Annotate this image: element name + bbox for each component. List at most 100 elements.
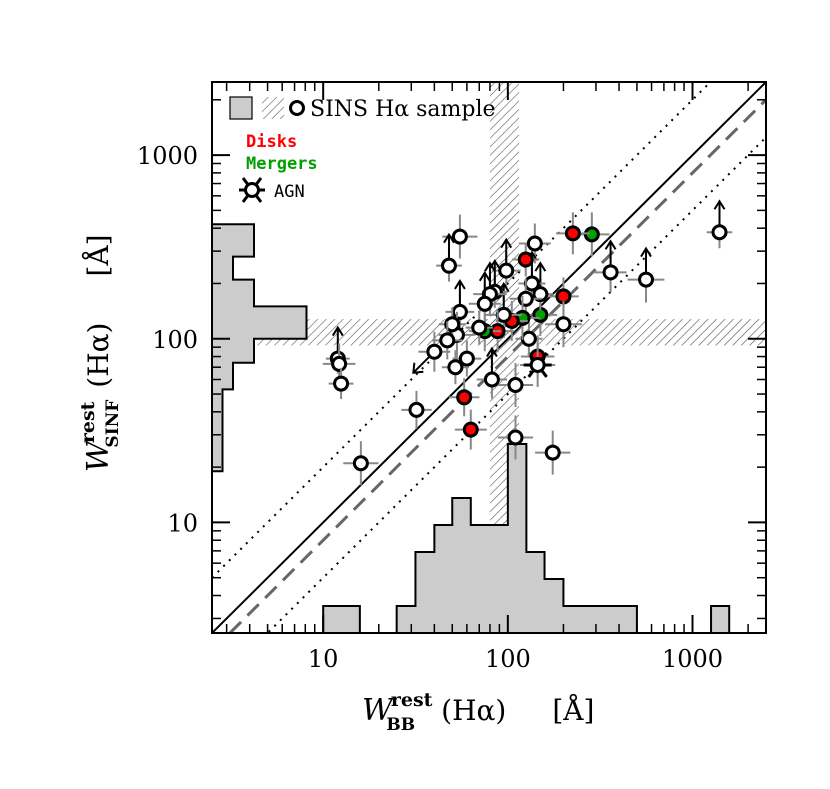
limit-arrow-head xyxy=(500,237,513,249)
open-marker xyxy=(711,224,728,241)
open-marker xyxy=(451,228,468,245)
y-tick-label: 10 xyxy=(167,509,198,537)
open-marker xyxy=(507,377,524,394)
y-histogram xyxy=(212,223,308,473)
open-marker xyxy=(495,306,512,323)
open-marker xyxy=(483,371,500,388)
data-point xyxy=(535,430,571,475)
agn-marker xyxy=(529,356,546,373)
data-point xyxy=(465,310,493,345)
data-point xyxy=(485,281,523,338)
disk-marker xyxy=(462,421,479,438)
limit-arrow-head xyxy=(713,199,726,210)
x-tick-label: 100 xyxy=(485,645,531,673)
open-marker xyxy=(544,444,561,461)
open-marker xyxy=(602,264,619,281)
plot-frame xyxy=(211,81,767,634)
open-marker xyxy=(476,295,493,312)
data-point xyxy=(454,409,487,450)
limit-arrow-head xyxy=(534,261,547,272)
x-axis-sup: rest xyxy=(391,689,433,711)
open-marker xyxy=(507,429,524,446)
disk-marker xyxy=(564,225,581,242)
limit-arrow-head xyxy=(478,270,491,282)
disk-marker xyxy=(456,389,473,406)
x-axis-main: W xyxy=(362,693,395,728)
merger-marker xyxy=(583,226,600,243)
legend-hatch-swatch xyxy=(262,97,284,119)
data-point xyxy=(468,270,501,324)
open-marker xyxy=(458,350,475,367)
merger-marker xyxy=(532,306,549,323)
y-tick-label: 1000 xyxy=(137,142,198,170)
data-point xyxy=(452,340,482,377)
legend-agn-marker xyxy=(239,177,265,203)
x-axis-sub: BB xyxy=(386,715,415,735)
data-point xyxy=(556,212,590,255)
data-point xyxy=(706,199,733,249)
y-axis-unit: [Å] xyxy=(82,234,115,276)
open-marker xyxy=(498,262,515,279)
limit-arrow-head xyxy=(486,346,498,358)
x-axis-quant: (Hα) xyxy=(441,694,506,727)
data-points xyxy=(322,199,733,486)
x-tick-label: 10 xyxy=(308,645,339,673)
open-marker xyxy=(333,375,350,392)
x-tick-label: 1000 xyxy=(662,645,723,673)
legend-agn-label: AGN xyxy=(274,182,305,202)
axis-ticks: 10 100 1000 10 100 1000 xyxy=(137,82,766,673)
open-marker xyxy=(352,455,369,472)
y-axis-quant: (Hα) xyxy=(82,323,115,388)
data-point xyxy=(442,214,478,259)
data-point xyxy=(328,368,354,400)
data-point xyxy=(512,242,540,277)
open-marker xyxy=(408,401,425,418)
data-point xyxy=(343,441,379,486)
open-marker xyxy=(471,319,488,336)
open-marker xyxy=(439,332,456,349)
data-point xyxy=(594,239,627,293)
open-marker xyxy=(520,330,537,347)
open-marker xyxy=(638,271,655,288)
data-point xyxy=(436,232,462,282)
data-point xyxy=(448,378,480,417)
y-tick-label: 100 xyxy=(152,326,198,354)
data-point xyxy=(441,350,470,385)
data-point xyxy=(412,331,451,374)
open-marker xyxy=(526,235,543,252)
limit-arrow-head xyxy=(484,261,496,272)
open-marker xyxy=(447,359,464,376)
open-marker xyxy=(451,303,468,320)
data-point xyxy=(432,321,463,360)
data-point xyxy=(497,363,534,408)
open-marker xyxy=(444,316,461,333)
data-point xyxy=(627,246,665,303)
data-point xyxy=(497,415,534,460)
x-axis-unit: [Å] xyxy=(552,694,594,727)
open-marker xyxy=(331,355,348,372)
limit-arrow-head xyxy=(443,232,455,244)
legend-mergers-label: Mergers xyxy=(246,154,318,174)
open-marker xyxy=(440,257,457,274)
y-axis-main: W xyxy=(81,439,116,472)
open-marker xyxy=(523,275,540,292)
legend: SINS Hα sample Disks Mergers AGN xyxy=(229,96,496,203)
x-histogram xyxy=(322,443,731,633)
open-marker xyxy=(555,316,572,333)
legend-disks-label: Disks xyxy=(246,132,297,152)
limit-arrow-head xyxy=(412,362,424,374)
limit-arrow-head xyxy=(331,325,344,337)
disk-marker xyxy=(555,288,572,305)
limit-arrow-head xyxy=(604,239,617,250)
legend-sample-label: SINS Hα sample xyxy=(310,97,496,122)
limit-arrow-head xyxy=(454,279,466,290)
open-marker xyxy=(426,343,443,360)
data-point xyxy=(491,237,521,289)
data-point xyxy=(545,301,582,348)
data-point xyxy=(476,346,508,399)
data-point xyxy=(401,390,432,429)
